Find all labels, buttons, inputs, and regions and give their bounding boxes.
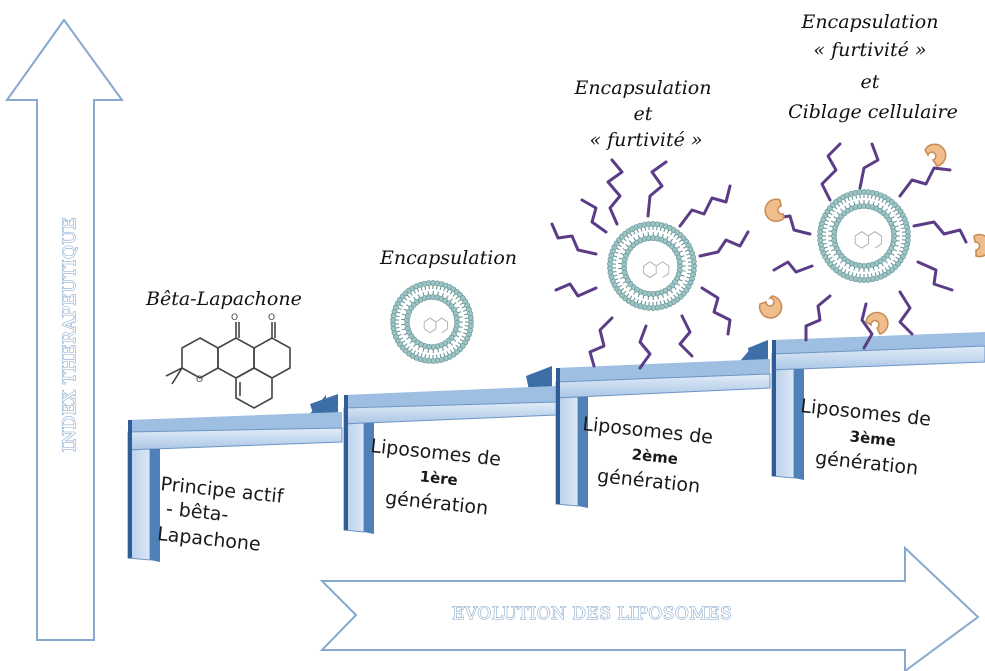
step-block-2: Liposomes de 1ère génération [343, 386, 557, 534]
svg-text:O: O [231, 313, 238, 323]
horizontal-axis-label: EVOLUTION DES LIPOSOMES [452, 604, 732, 624]
step-block-3: Liposomes de 2ème génération [555, 359, 771, 508]
step-label-2: Liposomes de 1ère génération [364, 435, 508, 521]
beta-lapachone-molecule-icon: O O O [165, 313, 291, 409]
step-label-4: Liposomes de 3ème génération [794, 395, 938, 481]
peg-chains-step-3 [550, 158, 750, 370]
step-block-1: Principe actif - bêta- Lapachone [127, 412, 343, 562]
svg-text:O: O [268, 313, 275, 323]
liposome-step-2 [390, 280, 474, 364]
vertical-axis-arrow: INDEX THERAPEUTIQUE [5, 18, 124, 641]
caption-step-4: Encapsulation « furtivité » et Ciblage c… [788, 11, 958, 123]
caption-step-1: Bêta-Lapachone [145, 288, 302, 310]
liposome-step-4 [817, 189, 911, 283]
step-block-4: Liposomes de 3ème génération [771, 332, 985, 481]
horizontal-axis-arrow: EVOLUTION DES LIPOSOMES [319, 545, 980, 671]
liposome-step-3 [607, 221, 697, 311]
svg-text:O: O [196, 375, 203, 385]
step-label-1: Principe actif - bêta- Lapachone [154, 473, 290, 558]
caption-step-3: Encapsulation et « furtivité » [573, 77, 717, 151]
step-label-3: Liposomes de 2ème génération [576, 413, 720, 499]
vertical-axis-label: INDEX THERAPEUTIQUE [60, 217, 80, 452]
caption-step-2: Encapsulation [379, 247, 517, 269]
targeting-ligands [758, 143, 985, 335]
